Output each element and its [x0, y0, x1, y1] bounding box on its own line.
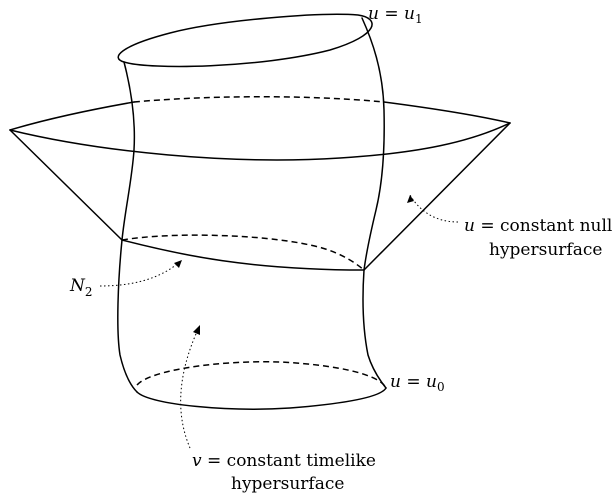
label-u-equals-u0: u = u0 — [390, 372, 445, 394]
label-n2: N2 — [69, 276, 93, 299]
n2-arrowhead — [174, 260, 182, 268]
label-null-line1: u = constant null — [464, 216, 612, 236]
null-arrowhead — [407, 195, 414, 203]
timelike-label-leader — [180, 324, 201, 449]
label-timelike-line2: hypersurface — [231, 474, 344, 494]
cone-rim-back-right — [383, 101, 511, 124]
cone-left-edge — [9, 129, 123, 241]
tube-left-wall — [117, 61, 138, 393]
top-ellipse-u1 — [117, 13, 373, 68]
cone-right-edge — [363, 122, 511, 271]
cone-rim-front — [9, 122, 511, 161]
n2-front — [121, 239, 365, 271]
cone-rim-back-left — [9, 101, 135, 131]
timelike-arrowhead — [193, 325, 200, 335]
tube-right-wall — [361, 17, 387, 389]
label-null-line2: hypersurface — [489, 240, 602, 260]
cone-rim-back-hidden — [133, 95, 385, 103]
bottom-ellipse-front — [136, 387, 387, 410]
n2-back — [121, 234, 365, 271]
null-label-leader — [409, 194, 459, 223]
label-u-equals-u1: u = u1 — [368, 4, 423, 26]
n2-label-leader — [99, 259, 183, 287]
bottom-ellipse-back — [136, 360, 387, 389]
label-timelike-line1: v = constant timelike — [192, 451, 376, 471]
